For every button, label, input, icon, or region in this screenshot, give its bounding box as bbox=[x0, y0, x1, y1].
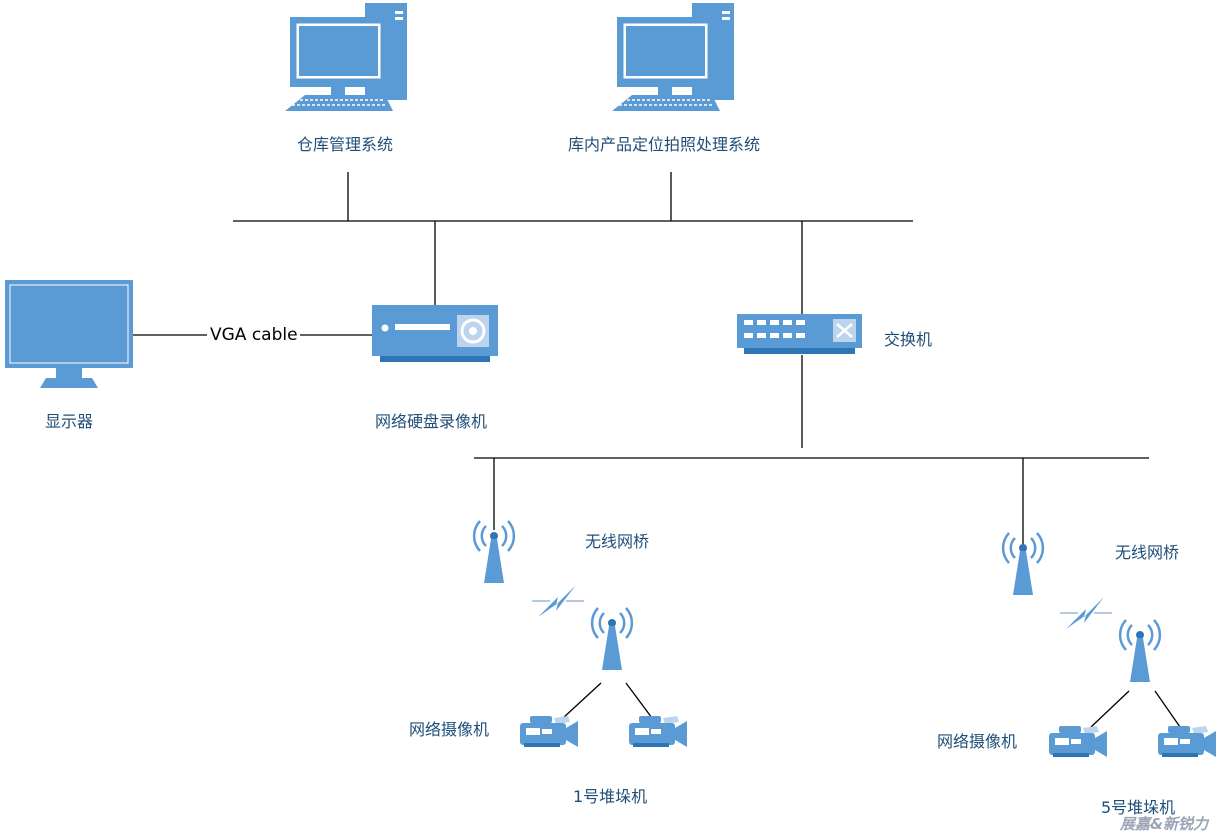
camera-1b-icon bbox=[629, 716, 687, 747]
monitor-icon bbox=[5, 280, 133, 388]
link-camera-1b bbox=[625, 682, 653, 719]
nvr-label: 网络硬盘录像机 bbox=[375, 412, 488, 431]
stacker-1-antenna-icon bbox=[590, 606, 634, 672]
camera-2b-icon bbox=[1158, 726, 1216, 757]
photo-system-computer-icon bbox=[611, 2, 735, 112]
watermark: 展嘉&新锐力 bbox=[1120, 815, 1209, 833]
warehouse-computer-icon bbox=[284, 2, 408, 112]
camera-1-label: 网络摄像机 bbox=[409, 720, 490, 739]
wireless-link-2-icon bbox=[1059, 596, 1113, 630]
link-camera-2a bbox=[1090, 690, 1130, 728]
display-label: 显示器 bbox=[45, 412, 94, 431]
stacker-5-antenna-icon bbox=[1118, 618, 1162, 684]
camera-2-label: 网络摄像机 bbox=[937, 732, 1018, 751]
link-camera-1a bbox=[562, 682, 602, 719]
vga-cable-label: VGA cable bbox=[210, 325, 298, 345]
wireless-link-1-icon bbox=[531, 584, 585, 618]
stacker-1-label: 1号堆垛机 bbox=[573, 787, 648, 806]
camera-2a-icon bbox=[1049, 726, 1107, 757]
camera-1a-icon bbox=[520, 716, 578, 747]
network-video-recorder-icon bbox=[372, 305, 498, 362]
switch-label: 交换机 bbox=[884, 330, 933, 349]
bridge-1-label: 无线网桥 bbox=[585, 532, 650, 551]
stacker-5-label: 5号堆垛机 bbox=[1101, 798, 1176, 817]
connection-lines bbox=[133, 172, 1181, 728]
network-switch-icon bbox=[737, 314, 862, 354]
photo-system-label: 库内产品定位拍照处理系统 bbox=[568, 135, 761, 154]
link-camera-2b bbox=[1154, 690, 1181, 728]
bridge-2-label: 无线网桥 bbox=[1115, 543, 1180, 562]
wireless-bridge-antenna-1-icon bbox=[472, 519, 516, 585]
warehouse-system-label: 仓库管理系统 bbox=[297, 135, 394, 154]
